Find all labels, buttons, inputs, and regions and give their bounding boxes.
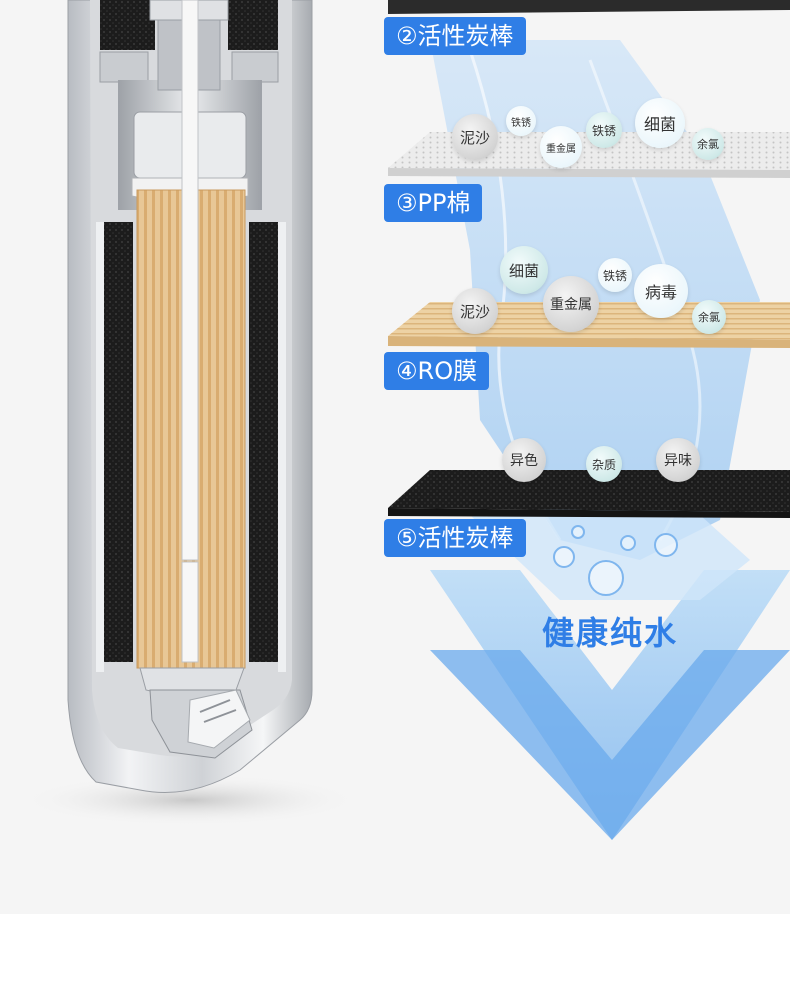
contaminant-bubble: 余氯 (692, 128, 724, 160)
contaminant-bubble: 泥沙 (452, 114, 498, 160)
contaminant-bubble: 异色 (502, 438, 546, 482)
contaminant-bubble: 泥沙 (452, 288, 498, 334)
contaminant-bubble: 重金属 (540, 126, 582, 168)
layer-carbon-top (388, 0, 790, 14)
contaminant-bubble: 铁锈 (598, 258, 632, 292)
pure-water-label: 健康纯水 (542, 614, 679, 652)
contaminant-bubble: 异味 (656, 438, 700, 482)
contaminant-bubble: 细菌 (500, 246, 548, 294)
contaminant-bubble: 铁锈 (506, 106, 536, 136)
contaminant-bubble: 重金属 (543, 276, 599, 332)
water-bubbles-icon (553, 525, 678, 596)
layer-carbon (388, 470, 790, 512)
stage-label-pp-cotton: ③PP棉 (384, 184, 483, 222)
filter-illustration (20, 0, 790, 840)
page-footer-space (0, 914, 790, 1000)
stage-label-carbon-rod-2: ②活性炭棒 (384, 17, 526, 55)
contaminant-bubble: 余氯 (692, 300, 726, 334)
stage-label-carbon-rod-5: ⑤活性炭棒 (384, 519, 526, 557)
stage-label-ro-membrane: ④RO膜 (384, 352, 490, 390)
contaminant-bubble: 病毒 (634, 264, 688, 318)
contaminant-bubble: 铁锈 (586, 112, 622, 148)
contaminant-bubble: 细菌 (635, 98, 685, 148)
contaminant-bubble: 杂质 (586, 446, 622, 482)
filter-diagram-canvas: ②活性炭棒 ③PP棉 ④RO膜 ⑤活性炭棒 泥沙 铁锈 重金属 铁锈 细菌 余氯… (20, 0, 790, 840)
cartridge-cutaway (67, 0, 313, 793)
